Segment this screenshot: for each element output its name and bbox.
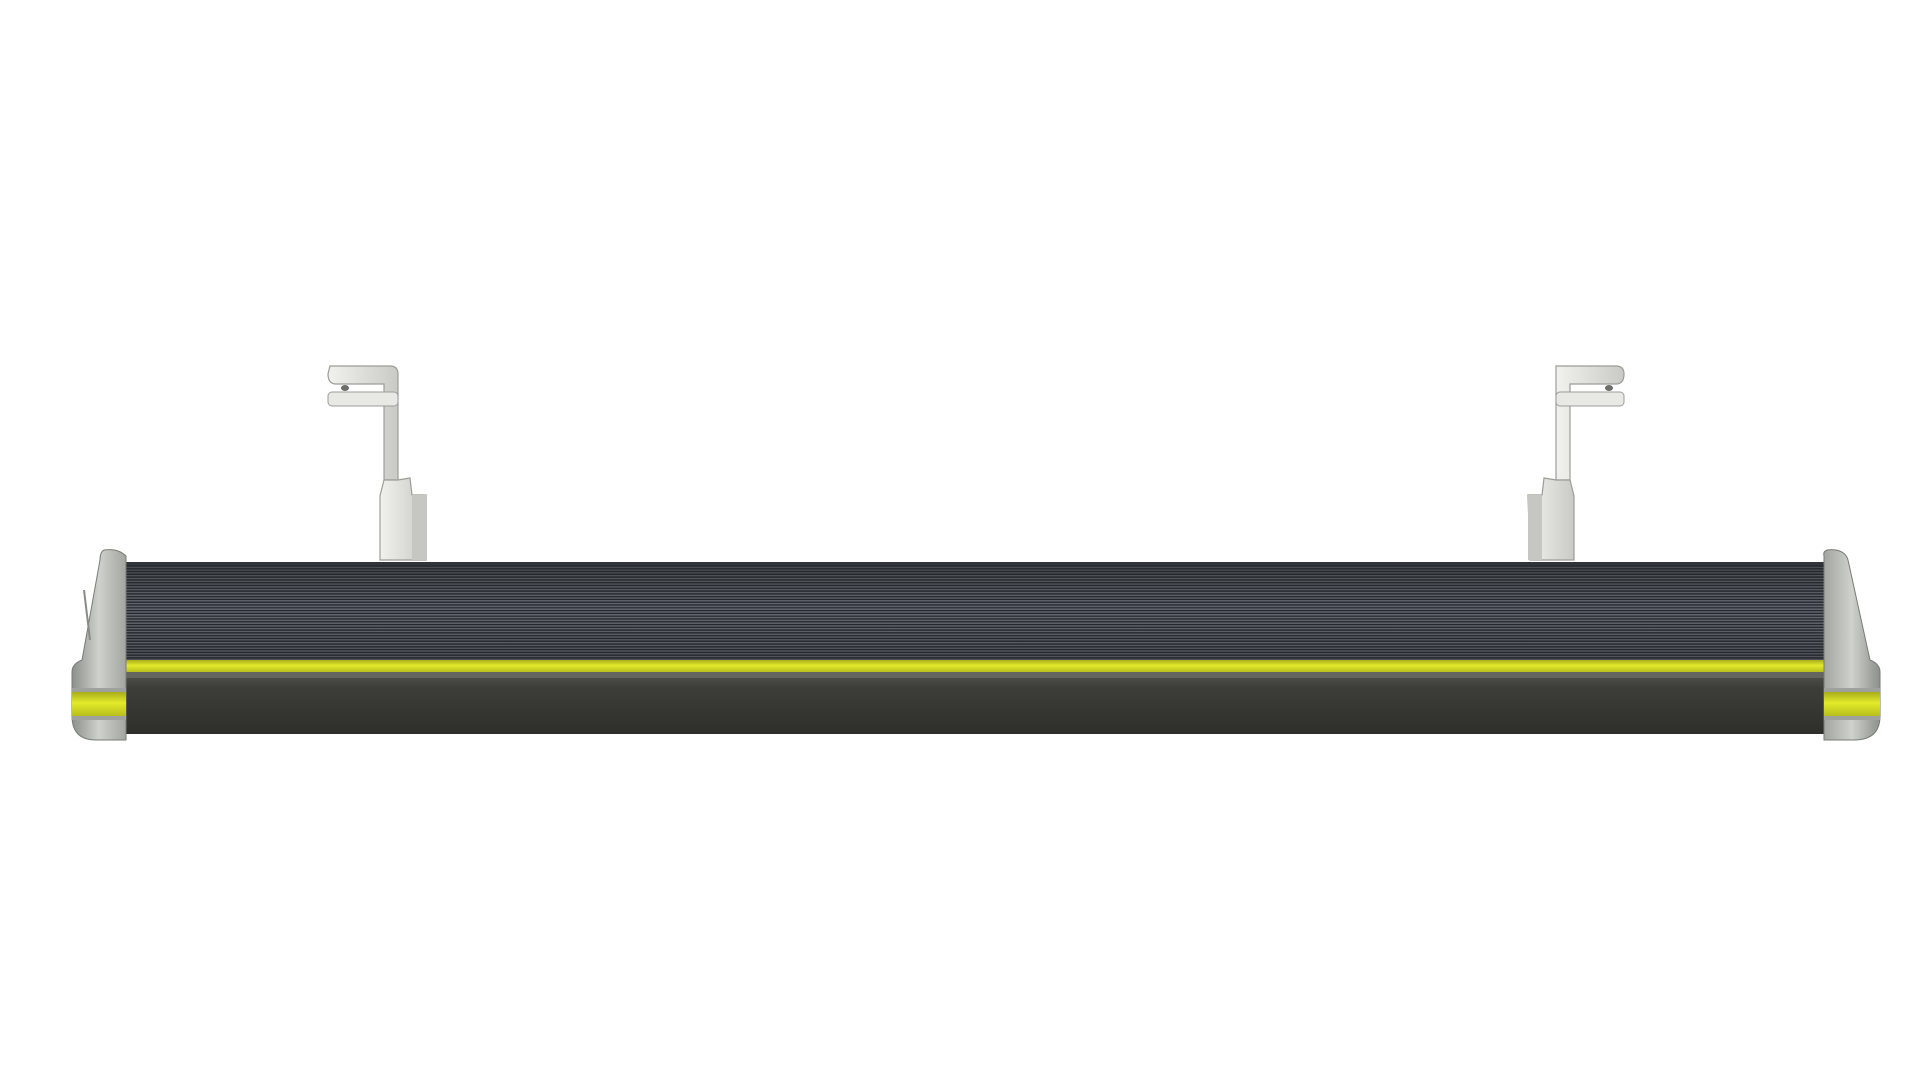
bolt-hole-icon <box>1605 385 1613 391</box>
safety-stripe <box>98 660 1852 672</box>
bolt-hole-icon <box>341 385 349 391</box>
board-front-face <box>98 672 1854 734</box>
tread-surface <box>100 562 1850 662</box>
left-end-cap <box>71 549 127 741</box>
right-mounting-bracket <box>1527 365 1625 561</box>
right-end-cap <box>1823 549 1881 741</box>
left-mounting-bracket <box>327 365 427 561</box>
tread-grooves <box>100 565 1850 660</box>
